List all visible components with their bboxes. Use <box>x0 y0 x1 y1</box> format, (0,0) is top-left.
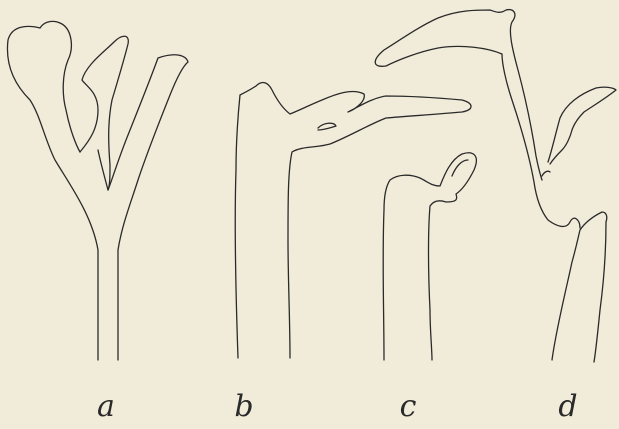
specimen-d-right-outline <box>552 212 607 362</box>
specimen-d-left-outline <box>375 10 580 228</box>
specimen-c-bud-fold <box>452 160 468 176</box>
label-c: c <box>388 392 428 422</box>
label-d: d <box>548 392 588 422</box>
specimen-c-outline <box>383 153 476 360</box>
specimen-b-outline <box>235 83 471 358</box>
specimen-d-node <box>542 171 550 176</box>
specimen-a-left-outline <box>7 21 98 360</box>
specimen-a-middle-branch <box>80 36 128 190</box>
label-a: a <box>86 392 126 422</box>
specimen-b <box>235 83 471 358</box>
label-b: b <box>224 392 264 422</box>
specimen-d <box>375 10 616 362</box>
specimen-c <box>383 153 476 360</box>
specimen-d-upper-branch <box>548 87 616 164</box>
specimen-b-bud <box>318 123 336 130</box>
specimen-a <box>7 21 188 360</box>
